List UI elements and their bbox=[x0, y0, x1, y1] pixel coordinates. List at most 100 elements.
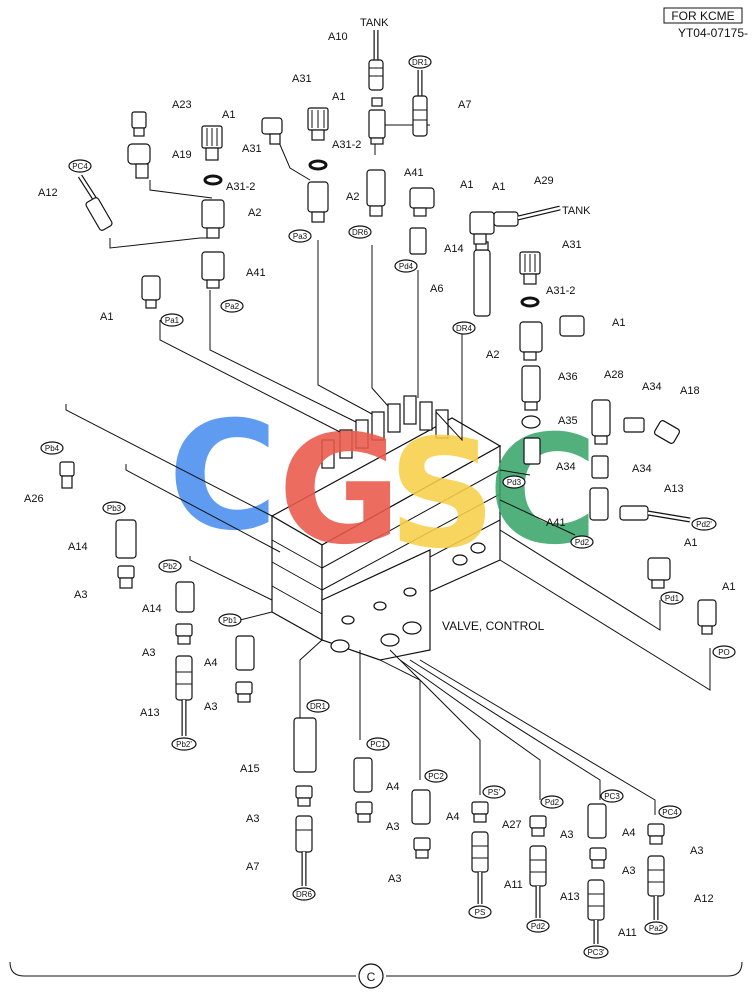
a14-adapter-pb2 bbox=[175, 581, 195, 613]
tag-dr6-top: DR6 bbox=[348, 225, 372, 239]
label-a3-pb3: A3 bbox=[74, 589, 87, 601]
tag-ps-prime: PS' bbox=[482, 785, 506, 799]
a12-hose-pc4 bbox=[77, 174, 113, 231]
label-a3-pd2: A3 bbox=[560, 829, 573, 841]
label-a11-pc3: A11 bbox=[618, 927, 637, 939]
label-a3-pb1: A3 bbox=[204, 701, 217, 713]
a10-tank-hose bbox=[368, 30, 384, 107]
label-a31-2-right: A31-2 bbox=[546, 285, 575, 297]
a7-hose-dr1-top bbox=[412, 70, 428, 137]
a13-hose-pb2 bbox=[175, 655, 193, 736]
label-a34-lower: A34 bbox=[632, 463, 652, 475]
label-a4-pc2: A4 bbox=[446, 811, 459, 823]
svg-text:PC2: PC2 bbox=[428, 772, 444, 781]
label-a3-pc2: A3 bbox=[388, 873, 401, 885]
watermark-letter-4: C bbox=[488, 404, 598, 578]
tag-pc4-top: PC4 bbox=[68, 159, 92, 173]
label-a2-left: A2 bbox=[248, 207, 261, 219]
a1-elbow-po bbox=[697, 599, 717, 635]
label-a14-pd4: A14 bbox=[444, 243, 464, 255]
svg-text:PC3': PC3' bbox=[587, 948, 605, 957]
label-a1-po: A1 bbox=[722, 581, 735, 593]
label-a23: A23 bbox=[172, 99, 192, 111]
svg-text:PC1: PC1 bbox=[370, 740, 386, 749]
label-a18: A18 bbox=[680, 385, 700, 397]
a41-fitting-dr6 bbox=[366, 169, 386, 217]
a27-plug-ps bbox=[471, 801, 489, 823]
a35-plug bbox=[521, 415, 541, 429]
label-a10: A10 bbox=[328, 31, 348, 43]
brand-box-label: FOR KCME bbox=[671, 9, 734, 23]
a34-adapter-lower bbox=[591, 455, 609, 479]
tag-pb2-left: Pb2 bbox=[158, 559, 182, 573]
a14-adapter-pd4 bbox=[409, 227, 427, 255]
label-a3-pb2: A3 bbox=[142, 647, 155, 659]
svg-text:Pb3: Pb3 bbox=[107, 504, 122, 513]
a3-plug-pb2 bbox=[175, 623, 193, 645]
label-a34-pd3: A34 bbox=[556, 461, 576, 473]
a34-adapter-pd3 bbox=[523, 437, 541, 465]
a4-adapter-pc3 bbox=[587, 803, 607, 839]
label-a7-bottom: A7 bbox=[246, 861, 259, 873]
a13-hose-right bbox=[619, 505, 691, 523]
tag-pd2-right: Pd2 bbox=[570, 535, 594, 549]
label-a1-pd4: A1 bbox=[460, 179, 473, 191]
label-a1-left-top: A1 bbox=[222, 109, 235, 121]
drawing-code: YT04-07175- bbox=[678, 26, 748, 40]
footer-symbol: C bbox=[367, 970, 376, 984]
tag-pb2-prime: Pb2' bbox=[171, 737, 197, 751]
tag-pa2-bottom: Pa2 bbox=[644, 921, 668, 935]
label-a11-ps: A11 bbox=[504, 879, 523, 891]
valve-title: VALVE, CONTROL bbox=[442, 619, 545, 633]
a12-hose-pa2 bbox=[647, 855, 665, 920]
tag-dr6-bottom: DR6 bbox=[292, 887, 316, 901]
label-a29: A29 bbox=[534, 175, 554, 187]
a31-sensor-left bbox=[201, 125, 223, 161]
tag-dr1-top: DR1 bbox=[408, 55, 432, 69]
svg-text:Pd1: Pd1 bbox=[665, 594, 680, 603]
a31-2-oring-right bbox=[520, 296, 540, 308]
label-a19: A19 bbox=[172, 149, 192, 161]
svg-text:Pd2: Pd2 bbox=[545, 798, 560, 807]
label-a1-tank-right: A1 bbox=[492, 181, 505, 193]
label-a27: A27 bbox=[502, 819, 522, 831]
a26-plug bbox=[59, 461, 75, 489]
label-a2-right: A2 bbox=[486, 349, 499, 361]
watermark-letter-3: S bbox=[388, 408, 496, 582]
svg-text:PS: PS bbox=[475, 908, 486, 917]
tag-pd2-lowest: Pd2 bbox=[526, 919, 550, 933]
tag-pb3: Pb3 bbox=[102, 501, 126, 515]
label-a3-pc4: A3 bbox=[690, 845, 703, 857]
svg-text:PC4: PC4 bbox=[72, 162, 88, 171]
watermark-letter-1: C bbox=[168, 390, 278, 564]
a41-fitting-left bbox=[201, 251, 225, 289]
label-a31-top: A31 bbox=[292, 73, 312, 85]
label-tank-top: TANK bbox=[360, 17, 389, 29]
label-a28: A28 bbox=[604, 369, 624, 381]
svg-text:DR1: DR1 bbox=[310, 702, 327, 711]
label-a36: A36 bbox=[558, 371, 578, 383]
svg-text:DR6: DR6 bbox=[352, 228, 369, 237]
a14-adapter-pb3 bbox=[115, 519, 137, 559]
a2-adapter-right bbox=[519, 321, 543, 361]
svg-text:Pb4: Pb4 bbox=[45, 444, 60, 453]
label-a1-top: A1 bbox=[332, 91, 345, 103]
label-a31-2-top: A31-2 bbox=[332, 139, 361, 151]
brand-box bbox=[663, 7, 743, 24]
svg-text:DR4: DR4 bbox=[456, 324, 473, 333]
a1-elbow-right bbox=[559, 315, 585, 337]
tag-pd2-prime: Pd2' bbox=[691, 517, 717, 531]
a31-2-oring-left bbox=[203, 174, 223, 186]
a11-hose-pc3 bbox=[587, 879, 605, 944]
a36-adapter bbox=[521, 365, 541, 411]
svg-text:Pa2: Pa2 bbox=[649, 924, 664, 933]
a3-plug-dr1 bbox=[295, 785, 313, 807]
label-a13-pb2: A13 bbox=[140, 707, 160, 719]
label-a26: A26 bbox=[24, 493, 44, 505]
svg-text:Pd2': Pd2' bbox=[696, 520, 712, 529]
svg-text:PS': PS' bbox=[488, 788, 501, 797]
a2-adapter-left bbox=[201, 199, 225, 239]
tag-pa1: Pa1 bbox=[160, 313, 184, 327]
a3-plug-pc4 bbox=[647, 823, 665, 845]
tag-pa3: Pa3 bbox=[288, 229, 312, 243]
